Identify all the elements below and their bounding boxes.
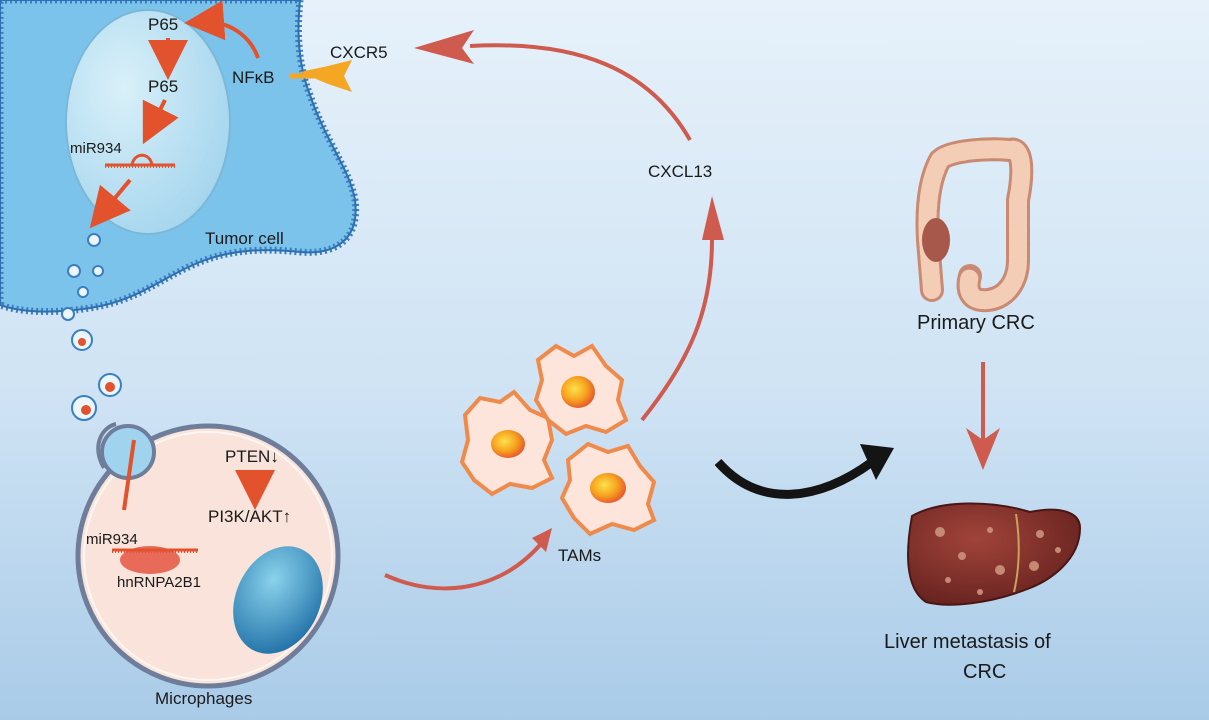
arrowhead-macrophage-to-tams [532,528,552,552]
arrow-tams-to-cxcl13 [640,239,714,422]
liver-ligament [1013,513,1020,593]
label-liver-line1: Liver metastasis of [884,631,1051,653]
label-pten: PTEN↓ [225,447,279,466]
mir934-hairpin-tumor [105,153,175,168]
arrow-macrophage-to-tams [384,543,542,591]
label-pi3k-akt: PI3K/AKT↑ [208,507,291,526]
arrow-cxcl13-to-cxcr5 [469,43,692,141]
tam-nucleus-2 [561,376,595,408]
tams-cells [459,343,657,537]
arrow-mir934-export [89,178,132,229]
arrowhead-tams-to-cxcl13 [702,196,724,240]
macrophage-cell [75,422,341,689]
arrowhead-primary-to-liver [966,428,1000,470]
colon-tumor [922,218,950,262]
label-mir934-macro: miR934 [86,531,138,548]
arrow-p65-to-mir934 [142,99,179,145]
label-liver-line2: CRC [963,661,1006,683]
exosomes [61,233,122,421]
liver-metastases [935,527,1061,595]
liver-body [907,502,1082,606]
label-microphages: Microphages [155,689,252,708]
tumor-nucleus [65,9,231,235]
label-p65-mid: P65 [148,77,178,96]
label-mir934-tumor: miR934 [70,140,122,157]
label-tams: TAMs [558,546,601,565]
liver-illustration [907,502,1082,606]
label-p65-top: P65 [148,15,178,34]
macrophage-nucleus [233,546,323,654]
label-hnrnpa2b1: hnRNPA2B1 [117,574,201,591]
colon-illustration [915,137,1034,313]
mir934-strand-macro [112,548,198,553]
mir934-strand-vesicle [122,439,136,511]
label-primary-crc: Primary CRC [917,312,1035,334]
label-tumor-cell: Tumor cell [205,229,284,248]
tam-nucleus-1 [491,430,525,458]
tumor-membrane [0,0,357,313]
arrowhead-cxcl13-to-cxcr5 [414,30,474,64]
tam-nucleus-3 [590,473,626,503]
arrowhead-to-metastasis [860,444,894,480]
arrow-to-metastasis [714,458,875,499]
colon-segments [918,140,1031,310]
label-cxcr5: CXCR5 [330,43,388,62]
label-cxcl13: CXCL13 [648,162,712,181]
label-nfkb: NFκB [232,68,275,87]
hnrnpa2b1-protein [120,546,180,574]
arrow-nfkb-to-p65 [184,0,260,59]
